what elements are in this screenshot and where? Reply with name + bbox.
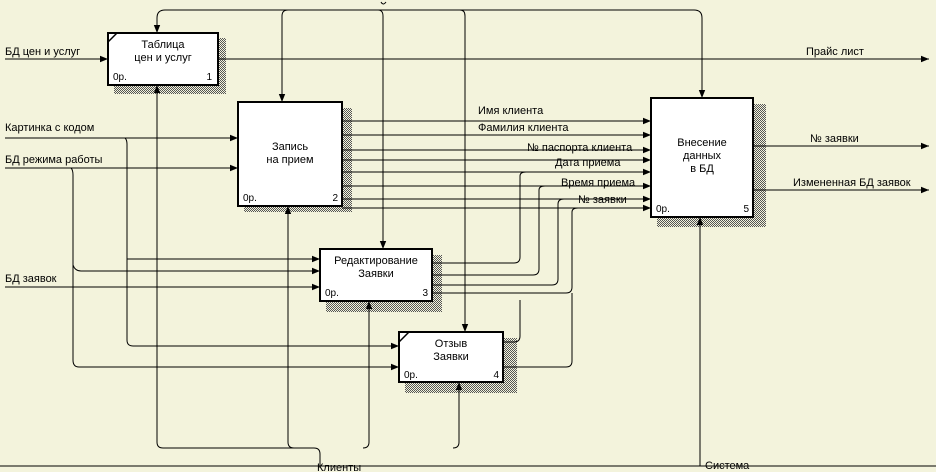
box-5-title-line-1: Внесение xyxy=(677,137,726,149)
box-4-withdraw-order[interactable]: Отзыв Заявки 0р. 4 xyxy=(398,331,517,393)
box-1-price-table[interactable]: Таблица цен и услуг 0р. 1 xyxy=(107,32,226,94)
box-5-title-line-2: данных xyxy=(683,150,722,162)
box-2-cost: 0р. xyxy=(243,193,257,204)
box-3-title-line-2: Заявки xyxy=(358,268,394,280)
arrow-box-3-out-3 xyxy=(432,198,565,286)
arrow-mechanism-clients[interactable]: Клиенты xyxy=(153,85,463,472)
arrow-passport[interactable]: № паспорта клиента xyxy=(342,142,651,154)
box-1-title-line-2: цен и услуг xyxy=(134,52,191,64)
box-2-number: 2 xyxy=(332,193,338,204)
box-4-title-line-1: Отзыв xyxy=(435,338,468,350)
label-output-order-number: № заявки xyxy=(810,133,859,145)
box-3-title-line-1: Редактирование xyxy=(334,255,418,267)
label-orders-db: БД заявок xyxy=(5,273,57,285)
label-work-mode-db: БД режима работы xyxy=(5,154,103,166)
label-price-list: Прайс лист xyxy=(806,46,864,58)
box-2-appointment[interactable]: Запись на прием 0р. 2 xyxy=(237,101,352,212)
box-4-cost: 0р. xyxy=(404,370,418,381)
label-changed-db: Измененная БД заявок xyxy=(793,177,911,189)
arrow-flow-order-number[interactable]: № заявки xyxy=(342,194,651,212)
label-date: Дата приема xyxy=(555,157,621,169)
label-passport: № паспорта клиента xyxy=(527,142,633,154)
arrow-mechanism-system[interactable]: Система xyxy=(696,217,750,472)
box-3-cost: 0р. xyxy=(325,288,339,299)
arrow-input-picture-code[interactable]: Картинка с кодом xyxy=(5,122,399,350)
arrow-input-price-db[interactable]: БД цен и услуг xyxy=(5,46,108,63)
box-4-number: 4 xyxy=(493,370,499,381)
arrow-client-surname[interactable]: Фамилия клиента xyxy=(342,122,651,139)
box-1-title-line-1: Таблица xyxy=(141,39,185,51)
box-2-title-line-1: Запись xyxy=(272,141,308,153)
label-time: Время приема xyxy=(561,177,636,189)
box-4-title-line-2: Заявки xyxy=(433,351,469,363)
arrow-client-name[interactable]: Имя клиента xyxy=(342,105,651,125)
label-client-surname: Фамилия клиента xyxy=(478,122,569,134)
box-2-title-line-2: на прием xyxy=(266,154,313,166)
box-5-cost: 0р. xyxy=(656,204,670,215)
box-3-number: 3 xyxy=(422,288,428,299)
arrow-box-3-out-1 xyxy=(432,171,527,264)
arrow-output-price-list[interactable]: Прайс лист xyxy=(218,46,929,63)
arrow-input-work-mode-db[interactable]: БД режима работы xyxy=(5,154,399,371)
box-5-number: 5 xyxy=(743,204,749,215)
box-3-edit-order[interactable]: Редактирование Заявки 0р. 3 xyxy=(319,248,442,312)
arrow-box-4-out-2 xyxy=(503,293,573,368)
box-1-number: 1 xyxy=(206,72,212,83)
label-client-name: Имя клиента xyxy=(478,105,544,117)
label-picture-code: Картинка с кодом xyxy=(5,122,94,134)
label-price-db: БД цен и услуг xyxy=(5,46,80,58)
arrow-time[interactable]: Дата приема xyxy=(342,157,651,176)
label-flow-order-number: № заявки xyxy=(578,194,627,206)
arrow-output-changed-db[interactable]: Измененная БД заявок xyxy=(753,177,929,194)
arrow-output-order-number[interactable]: № заявки xyxy=(753,133,929,150)
box-1-cost: 0р. xyxy=(113,72,127,83)
box-5-db-entry[interactable]: Внесение данных в БД 0р. 5 xyxy=(650,97,766,227)
arrow-box-3-out-4 xyxy=(432,207,579,294)
label-clients: Клиенты xyxy=(317,462,361,472)
arrow-box-3-out-2 xyxy=(432,185,546,276)
box-5-title-line-3: в БД xyxy=(690,163,714,175)
arrow-control-top xyxy=(153,1,706,332)
arrow-input-orders-db[interactable]: БД заявок xyxy=(5,273,320,291)
arrow-box-2-extra[interactable]: Время приема xyxy=(342,177,651,190)
arrow-box-4-out-1 xyxy=(503,300,521,343)
label-system: Система xyxy=(705,460,750,472)
